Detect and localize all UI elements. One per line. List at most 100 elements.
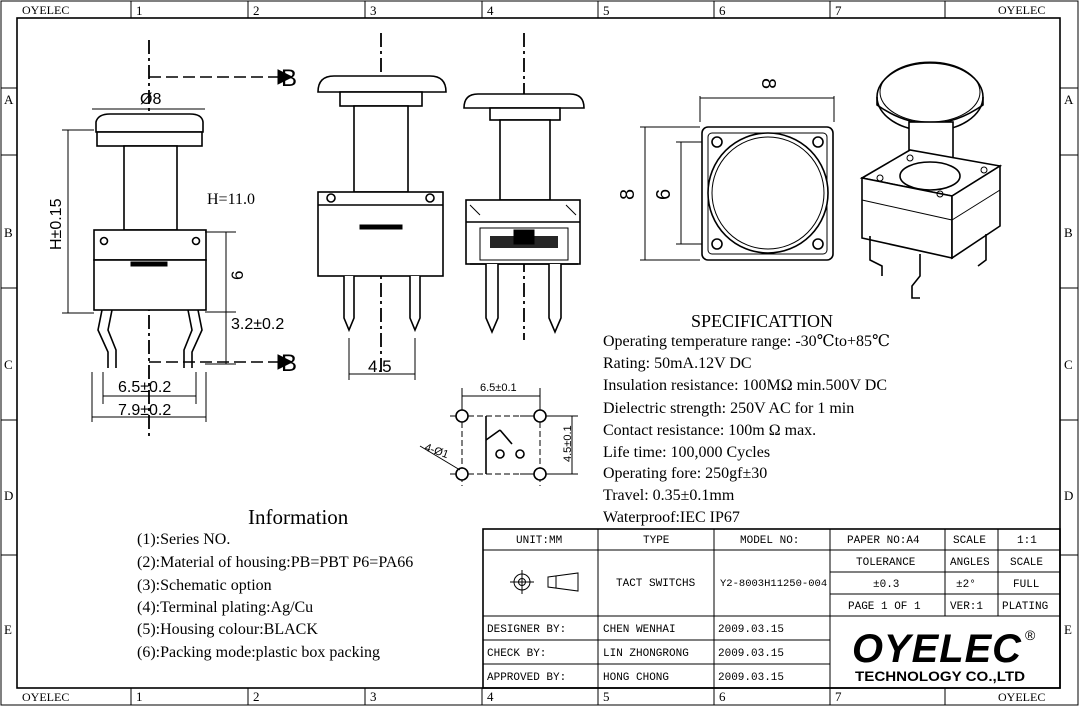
row-label: D <box>1064 488 1073 503</box>
column-label: 4 <box>487 3 494 18</box>
spec-line: Travel: 0.35±0.1mm <box>603 487 735 504</box>
spec-line: Dielectric strength: 250V AC for 1 min <box>603 400 854 417</box>
column-labels-bottom: 1 2 3 4 5 6 7 <box>136 689 842 704</box>
column-label: 7 <box>835 689 842 704</box>
overall-width-dimension: 7.9±0.2 <box>118 402 171 419</box>
spec-line: Operating fore: 250gf±30 <box>603 465 767 482</box>
column-label: 7 <box>835 3 842 18</box>
designer-role: DESIGNER BY: <box>487 624 566 636</box>
corner-label-top-right: OYELEC <box>998 3 1045 17</box>
designer-date: 2009.03.15 <box>718 624 784 636</box>
section-marker-top: B <box>281 65 297 92</box>
column-label: 5 <box>603 689 610 704</box>
section-view <box>463 33 585 340</box>
section-marker-bottom: B <box>281 350 297 377</box>
column-labels-top: 1 2 3 4 5 6 7 <box>136 3 842 18</box>
pcb-hole-dimension: 4-Ø1 <box>423 442 450 462</box>
model-header: MODEL NO: <box>740 535 799 547</box>
info-line: (2):Material of housing:PB=PBT P6=PA66 <box>137 554 413 571</box>
column-label: 5 <box>603 3 610 18</box>
angles-value: ±2° <box>956 579 976 591</box>
row-label: B <box>4 225 13 240</box>
pin-spacing-dimension: 4.5 <box>368 357 392 376</box>
spec-line: Rating: 50mA.12V DC <box>603 355 752 372</box>
row-label: B <box>1064 225 1073 240</box>
row-labels-left: A B C D E <box>4 92 14 637</box>
column-label: 2 <box>253 3 260 18</box>
corner-label-bottom-right: OYELEC <box>998 690 1045 704</box>
column-label: 1 <box>136 689 143 704</box>
checker-role: CHECK BY: <box>487 648 546 660</box>
column-label: 6 <box>719 689 726 704</box>
row-label: A <box>1064 92 1074 107</box>
terminal-length-dimension: 3.2±0.2 <box>231 316 284 333</box>
approver-name: HONG CHONG <box>603 672 669 684</box>
row-labels-right: A B C D E <box>1064 92 1074 637</box>
column-label: 3 <box>370 3 377 18</box>
paper-label: PAPER NO:A4 <box>847 535 920 547</box>
column-label: 2 <box>253 689 260 704</box>
info-line: (4):Terminal plating:Ag/Cu <box>137 599 313 616</box>
angles-header: ANGLES <box>950 557 990 569</box>
info-line: (6):Packing mode:plastic box packing <box>137 644 380 661</box>
info-line: (5):Housing colour:BLACK <box>137 621 318 638</box>
model-value: Y2-8003H11250-004 <box>720 578 827 590</box>
company-logo: OYELEC ® TECHNOLOGY CO.,LTD <box>852 627 1036 684</box>
row-label: D <box>4 488 13 503</box>
spec-line: Insulation resistance: 100MΩ min.500V DC <box>603 377 887 394</box>
specification-title: SPECIFICATTION <box>691 311 833 331</box>
spec-line: Life time: 100,000 Cycles <box>603 444 770 461</box>
page-indicator: PAGE 1 OF 1 <box>848 601 921 613</box>
column-label: 3 <box>370 689 377 704</box>
info-line: (3):Schematic option <box>137 577 272 594</box>
spec-line: Operating temperature range: -30℃to+85℃ <box>603 333 890 350</box>
specification-list: Operating temperature range: -30℃to+85℃ … <box>603 333 890 526</box>
row-label: E <box>1064 622 1072 637</box>
pcb-layout <box>419 388 578 486</box>
column-label: 6 <box>719 3 726 18</box>
projection-symbol-icon <box>510 570 579 594</box>
top-view <box>640 96 835 261</box>
title-block-grid <box>482 528 1061 689</box>
company-name: TECHNOLOGY CO.,LTD <box>855 668 1025 684</box>
row-label: A <box>4 92 14 107</box>
checker-date: 2009.03.15 <box>718 648 784 660</box>
housing-height-dimension: 6 <box>228 271 247 280</box>
spec-line: Waterproof:IEC IP67 <box>603 509 740 526</box>
scale2-header: SCALE <box>1010 557 1043 569</box>
information-title: Information <box>248 505 349 529</box>
logo-wordmark: OYELEC <box>852 627 1022 671</box>
information-list: (1):Series NO. (2):Material of housing:P… <box>137 531 413 661</box>
height-tolerance-dimension: H±0.15 <box>48 198 65 250</box>
plating-label: PLATING <box>1002 601 1048 613</box>
type-header: TYPE <box>643 535 670 547</box>
row-label: E <box>4 622 12 637</box>
diameter-dimension: Ø8 <box>140 91 161 108</box>
checker-name: LIN ZHONGRONG <box>603 648 689 660</box>
approver-date: 2009.03.15 <box>718 672 784 684</box>
approver-role: APPROVED BY: <box>487 672 566 684</box>
top-width-dimension: 8 <box>757 78 779 89</box>
approval-rows: DESIGNER BY: CHEN WENHAI 2009.03.15 CHEC… <box>487 624 784 684</box>
side-view <box>317 33 447 380</box>
pcb-height-dimension: 4.5±0.1 <box>562 425 574 462</box>
version-label: VER:1 <box>950 601 983 613</box>
tolerance-value: ±0.3 <box>873 579 899 591</box>
isometric-view <box>859 61 1003 299</box>
unit-label: UNIT:MM <box>516 535 562 547</box>
type-value: TACT SWITCHS <box>616 578 696 590</box>
column-label: 1 <box>136 3 143 18</box>
pin-pitch-dimension: 6.5±0.2 <box>118 379 171 396</box>
row-label: C <box>1064 357 1073 372</box>
scale2-value: FULL <box>1013 579 1039 591</box>
info-line: (1):Series NO. <box>137 531 230 548</box>
designer-name: CHEN WENHAI <box>603 624 676 636</box>
row-label: C <box>4 357 13 372</box>
scale-header: SCALE <box>953 535 986 547</box>
spec-line: Contact resistance: 100m Ω max. <box>603 422 816 439</box>
column-label: 4 <box>487 689 494 704</box>
corner-label-bottom-left: OYELEC <box>22 690 69 704</box>
corner-label-top-left: OYELEC <box>22 3 69 17</box>
side-height-8-dimension: 8 <box>617 189 639 200</box>
